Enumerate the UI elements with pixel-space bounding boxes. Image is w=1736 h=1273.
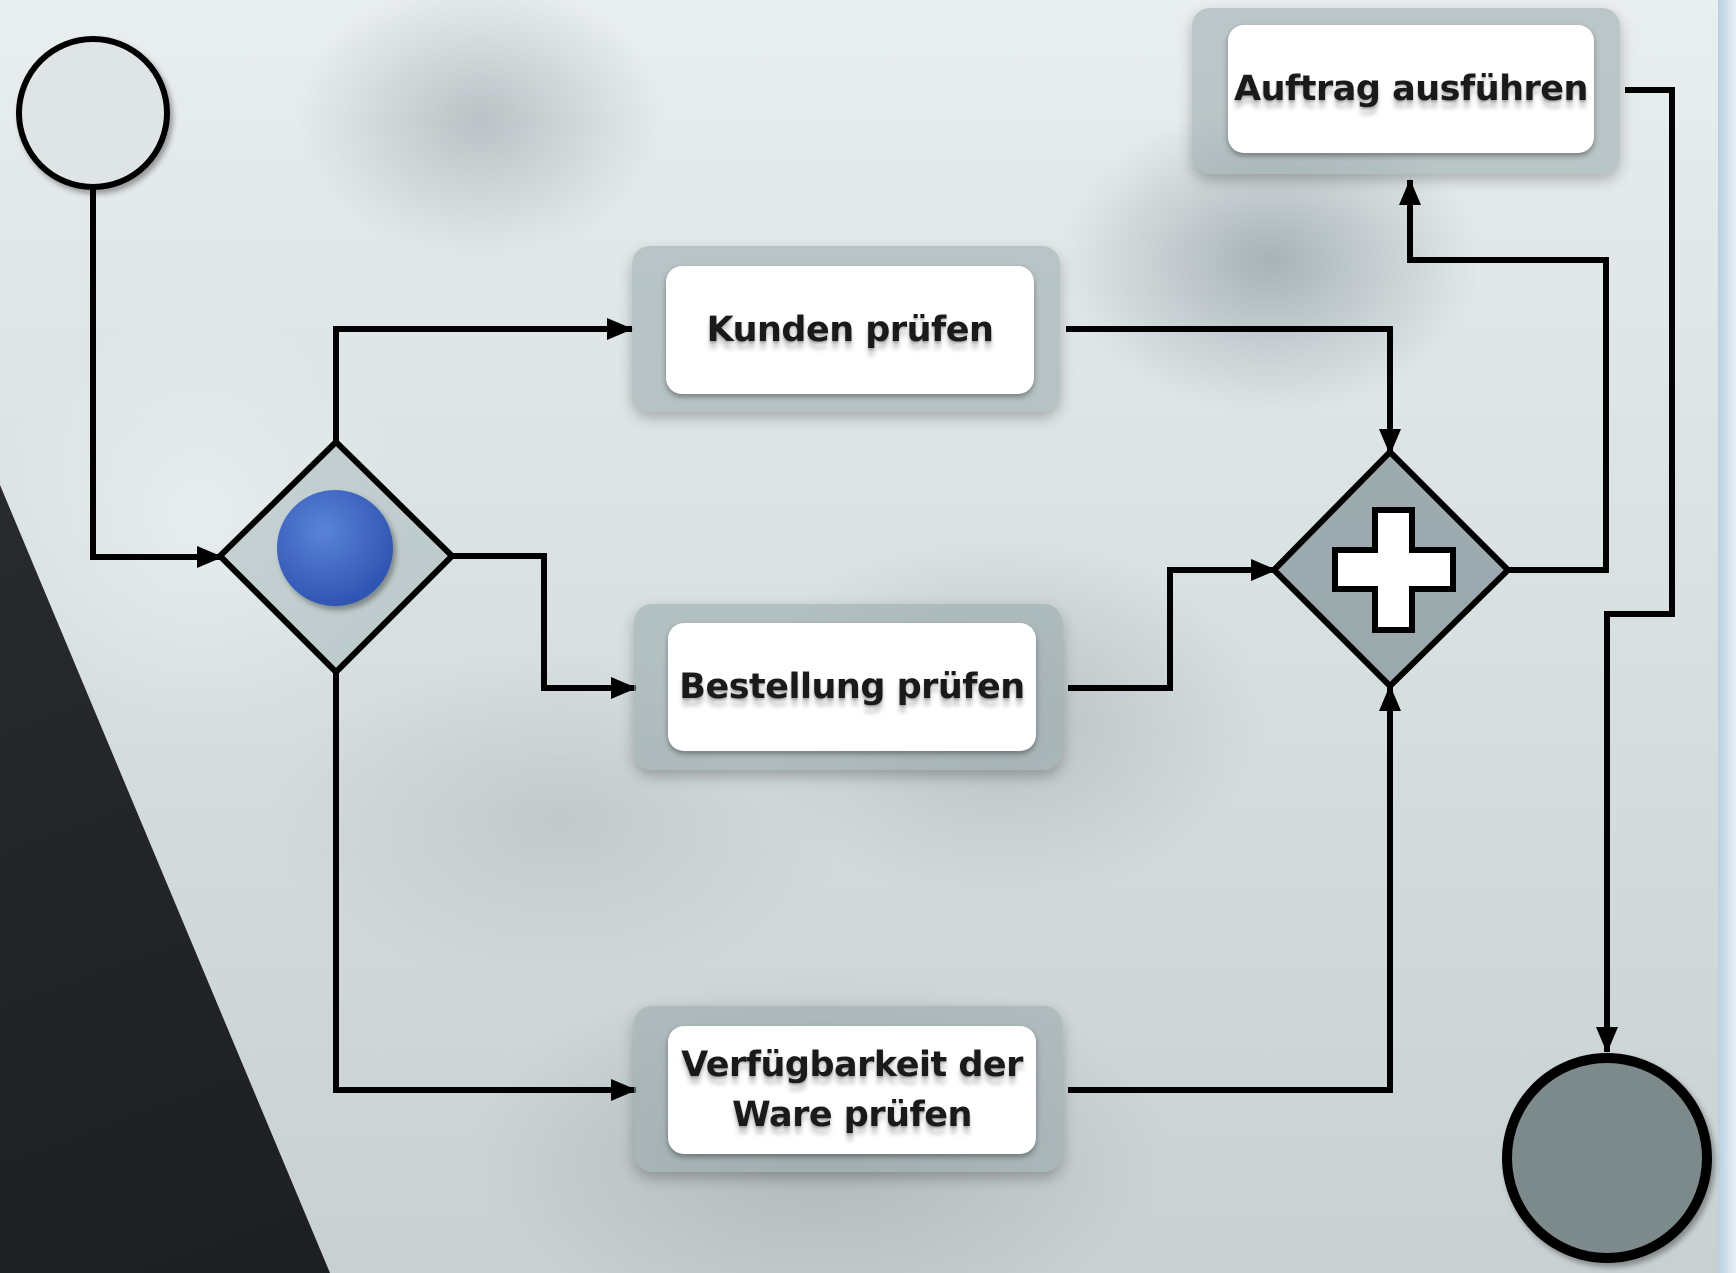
task-bestellung-pruefen[interactable]: Bestellung prüfen <box>668 623 1036 751</box>
task-kunden-pruefen-label: Kunden prüfen <box>706 310 994 350</box>
right-edge-strip <box>1718 0 1736 1273</box>
flow-gateway-to-bestellung <box>452 553 637 699</box>
task-bestellung-pruefen-label: Bestellung prüfen <box>679 667 1025 707</box>
task-kunden-pruefen[interactable]: Kunden prüfen <box>666 266 1034 394</box>
flow-gateway-to-kunden <box>333 318 633 442</box>
task-auftrag-ausfuehren-label: Auftrag ausführen <box>1234 69 1588 109</box>
start-event <box>16 36 170 190</box>
task-verfuegbarkeit-pruefen-label: Verfügbarkeit der Ware prüfen <box>681 1045 1023 1135</box>
task-verfuegbarkeit-pruefen[interactable]: Verfügbarkeit der Ware prüfen <box>668 1026 1036 1154</box>
flow-bestellung-to-parallel <box>1068 559 1277 691</box>
flow-parallel-to-auftrag <box>1399 179 1609 573</box>
flow-auftrag-to-end <box>1596 87 1675 1053</box>
flow-start-to-gateway <box>90 188 223 568</box>
flow-gateway-to-verfuegbarkeit <box>333 672 637 1101</box>
circle-marker-icon <box>277 490 393 606</box>
flow-verfuegbarkeit-to-parallel <box>1068 685 1401 1093</box>
flow-kunden-to-parallel <box>1066 326 1401 455</box>
end-event <box>1502 1053 1712 1263</box>
task-auftrag-ausfuehren[interactable]: Auftrag ausführen <box>1228 25 1594 153</box>
plus-marker-icon <box>1332 507 1456 633</box>
